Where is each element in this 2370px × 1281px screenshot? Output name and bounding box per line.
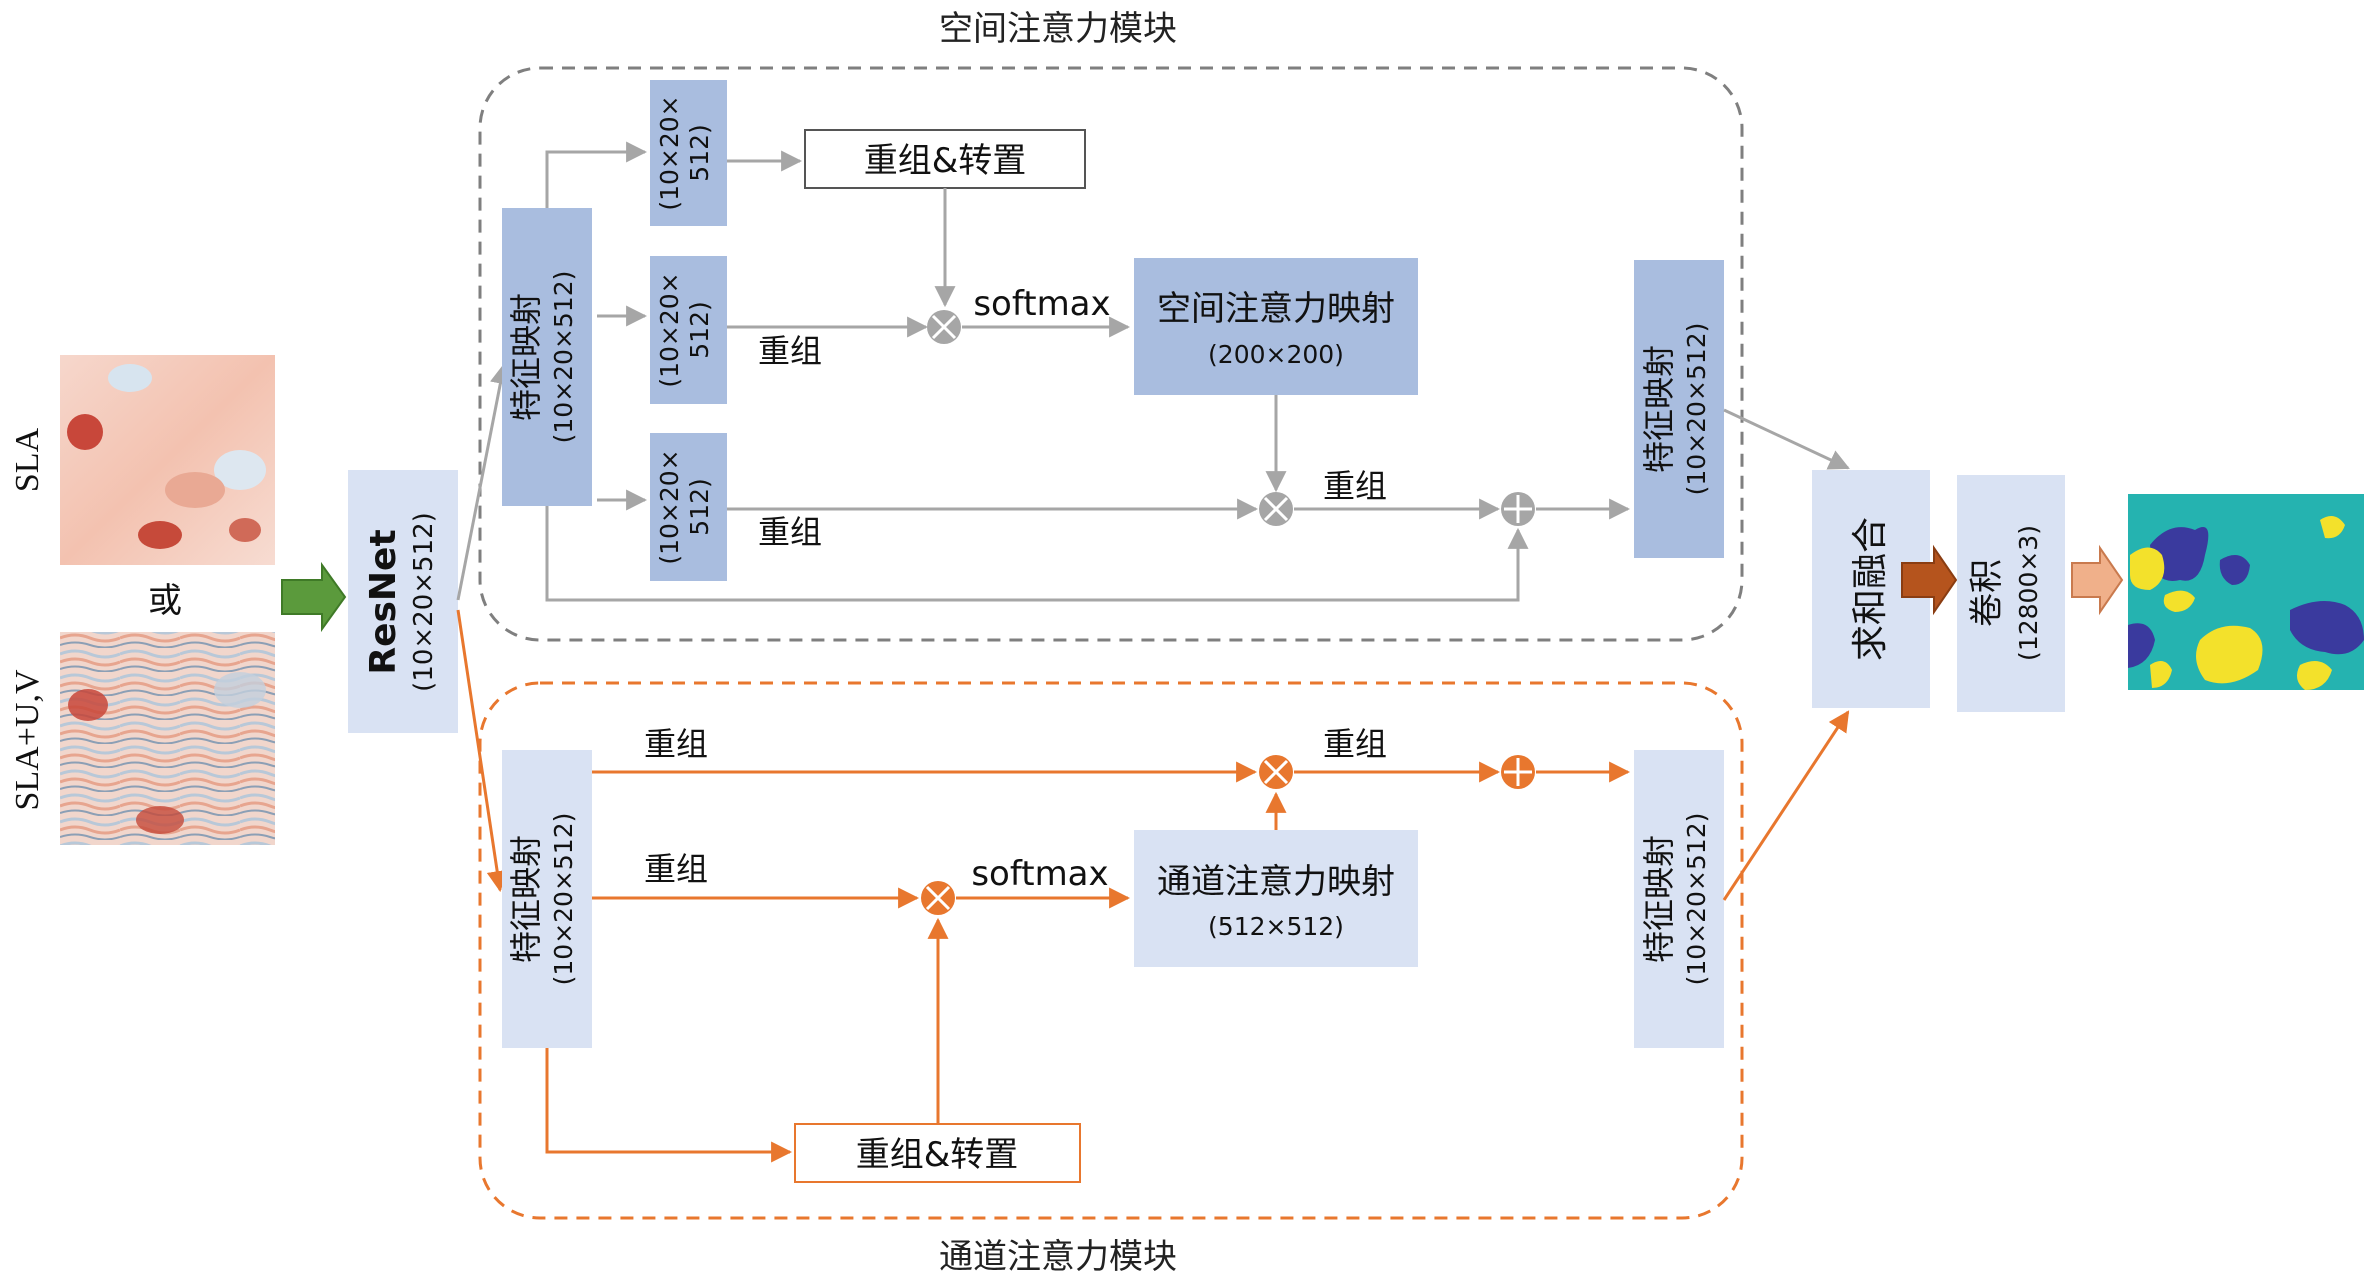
channel-reshape-label-1: 重组 [644,725,708,763]
arrow-right-icon [281,561,347,633]
spatial-attention-map [1134,258,1418,395]
add-node-icon [1501,755,1535,789]
spatial-branch-3-dim-a: (10×20× [655,449,684,564]
sla-image [60,355,275,565]
channel-feature-map [502,750,592,1048]
sla-uv-image [60,632,275,845]
spatial-feature-map-dim: (10×20×512) [549,271,578,444]
spatial-reshape-label-3: 重组 [1323,467,1387,505]
sla-label: SLA [9,427,46,492]
channel-module-title: 通道注意力模块 [939,1237,1177,1277]
resnet-to-spatial-arrow [456,362,511,601]
channel-attention-map [1134,830,1418,967]
or-label: 或 [148,581,182,621]
spatial-softmax-label: softmax [973,284,1110,324]
channel-bottom-path-arrow [545,1048,793,1163]
spatial-output-feature-map [1634,260,1724,558]
spatial-transpose-box [804,129,1086,189]
channel-reshape-label-2: 重组 [644,850,708,888]
channel-to-fusion-arrow [1722,710,1850,901]
multiply-node-icon [921,881,955,915]
spatial-branch-1 [650,80,727,226]
channel-feature-map-dim: (10×20×512) [549,813,578,986]
multiply-node-icon [1259,492,1293,526]
channel-transpose-label: 重组&转置 [856,1135,1019,1175]
channel-attention-map-dim: (512×512) [1208,912,1344,941]
channel-output-feature-map [1634,750,1724,1048]
spatial-branch-1-dim-a: (10×20× [655,95,684,210]
spatial-residual-arrow [545,506,1529,602]
resnet-block [348,470,458,733]
spatial-feature-map [502,208,592,506]
channel-output-label: 特征映射 [1640,835,1678,963]
channel-softmax-label: softmax [971,854,1108,894]
channel-reshape-label-3: 重组 [1323,725,1387,763]
channel-feature-map-label: 特征映射 [507,835,545,963]
spatial-attention-map-dim: (200×200) [1208,340,1344,369]
channel-output-dim: (10×20×512) [1682,813,1711,986]
add-node-icon [1501,492,1535,526]
spatial-feature-map-label: 特征映射 [507,293,545,421]
spatial-branch-1-dim-b: 512) [685,124,714,181]
arrow-right-icon [1901,544,1958,616]
output-segmentation-image [2128,494,2364,690]
channel-module-border [478,681,1744,1220]
resnet-to-channel-arrow [456,609,508,893]
spatial-to-fusion-arrow [1723,408,1850,470]
spatial-output-label: 特征映射 [1640,345,1678,473]
resnet-dim: (10×20×512) [409,512,439,692]
channel-attention-map-label: 通道注意力映射 [1157,862,1395,902]
multiply-node-icon [927,310,961,344]
spatial-transpose-label: 重组&转置 [864,141,1027,181]
spatial-reshape-label-2: 重组 [758,513,822,551]
spatial-reshape-label-1: 重组 [758,332,822,370]
channel-transpose-box [794,1123,1081,1183]
conv-label: 卷积 [1967,559,2007,627]
conv-block [1957,475,2065,712]
spatial-branch-3 [650,433,727,581]
spatial-module-border [478,66,1744,642]
spatial-module-title: 空间注意力模块 [939,9,1177,49]
sla-uv-label: SLA+U,V [9,669,46,810]
fusion-label: 求和融合 [1850,517,1891,661]
multiply-node-icon [1259,755,1293,789]
spatial-to-branch-1-arrow [545,141,648,208]
spatial-attention-map-label: 空间注意力映射 [1157,289,1395,329]
spatial-branch-2-dim-a: (10×20× [655,272,684,387]
resnet-label: ResNet [363,529,404,674]
spatial-branch-2 [650,256,727,404]
conv-dim: (12800×3) [2014,525,2043,661]
arrow-right-icon [2071,544,2124,616]
spatial-output-dim: (10×20×512) [1682,323,1711,496]
spatial-branch-3-dim-b: 512) [685,478,714,535]
spatial-branch-2-dim-b: 512) [685,301,714,358]
